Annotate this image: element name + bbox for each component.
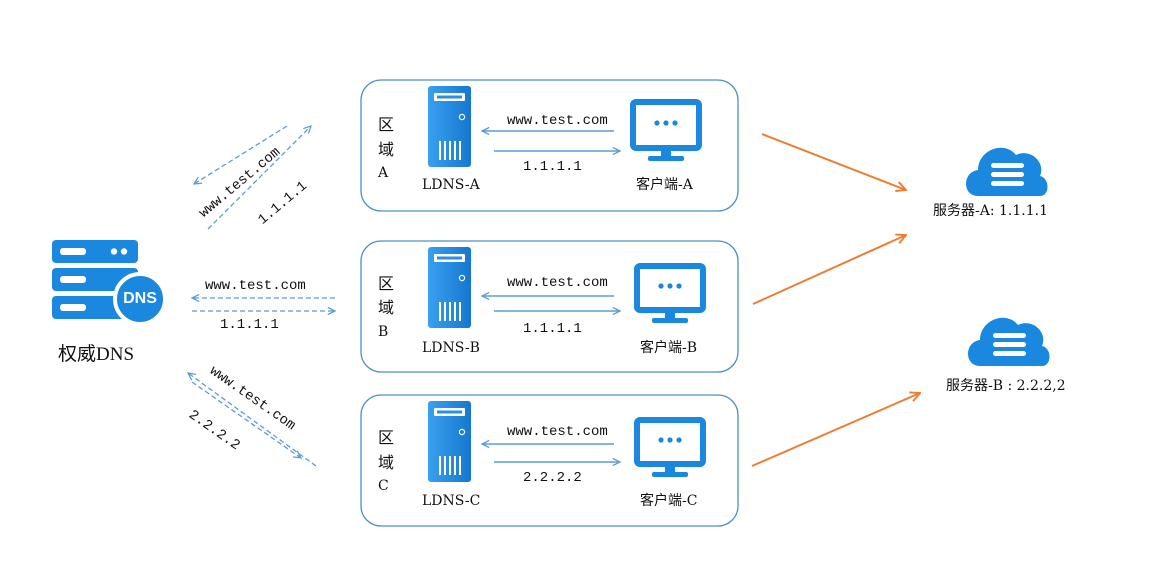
- region-a-answer-label: 1.1.1.1: [523, 159, 582, 175]
- region-c-to-server-b-arrow: [751, 393, 920, 467]
- region-c-answer-label: 2.2.2.2: [523, 470, 582, 486]
- region-b-answer-label: 1.1.1.1: [523, 321, 582, 337]
- region-a-label-char-2: 域: [378, 140, 395, 159]
- dns-badge-label: DNS: [123, 290, 157, 307]
- region-b-query-label: www.test.com: [507, 275, 608, 291]
- server-a-label: 服务器-A: 1.1.1.1: [933, 203, 1048, 219]
- region-c-arrows: [482, 444, 620, 462]
- dns-flow-b-arrows: [192, 298, 335, 311]
- client-c-monitor-icon: [634, 417, 706, 477]
- region-b-label-char-1: 区: [378, 274, 395, 293]
- region-b-label-char-2: 域: [378, 298, 395, 317]
- dns-flow-a-arrows: [194, 126, 311, 230]
- server-a-cloud-icon: [966, 147, 1048, 196]
- ldns-b-server-icon: [428, 247, 471, 328]
- flow-b-query-label: www.test.com: [205, 278, 306, 294]
- ldns-c-server-icon: [428, 401, 471, 482]
- ldns-c-label: LDNS-C: [422, 493, 481, 509]
- ldns-a-server-icon: [428, 86, 471, 167]
- client-b-monitor-icon: [634, 263, 706, 323]
- server-b-cloud-icon: [968, 317, 1050, 366]
- region-b-arrows: [482, 296, 620, 311]
- client-b-label: 客户端-B: [640, 340, 698, 356]
- ldns-b-label: LDNS-B: [422, 340, 480, 356]
- region-a-to-server-a-arrow: [761, 133, 906, 190]
- region-c-label-char-1: 区: [378, 428, 395, 447]
- authoritative-dns-label: 权威DNS: [58, 344, 135, 365]
- ldns-a-label: LDNS-A: [422, 177, 480, 193]
- client-a-label: 客户端-A: [636, 177, 693, 193]
- flow-b-answer-label: 1.1.1.1: [220, 317, 279, 333]
- region-c-label-char-2: 域: [378, 453, 395, 472]
- dns-flow-c-arrows: [188, 373, 317, 467]
- client-c-label: 客户端-C: [640, 493, 698, 509]
- region-b-label-char-3: B: [378, 324, 389, 340]
- region-c-label-char-3: C: [378, 478, 389, 494]
- client-a-monitor-icon: [630, 99, 702, 161]
- server-b-label: 服务器-B : 2.2.2,2: [946, 378, 1066, 394]
- region-a-query-label: www.test.com: [507, 113, 608, 129]
- region-b-to-server-a-arrow: [752, 235, 906, 305]
- authoritative-dns-icon: [52, 240, 167, 326]
- region-a-arrows: [482, 131, 620, 151]
- region-a-label-char-1: 区: [378, 115, 395, 134]
- region-a-label-char-3: A: [378, 165, 389, 181]
- region-c-query-label: www.test.com: [507, 424, 608, 440]
